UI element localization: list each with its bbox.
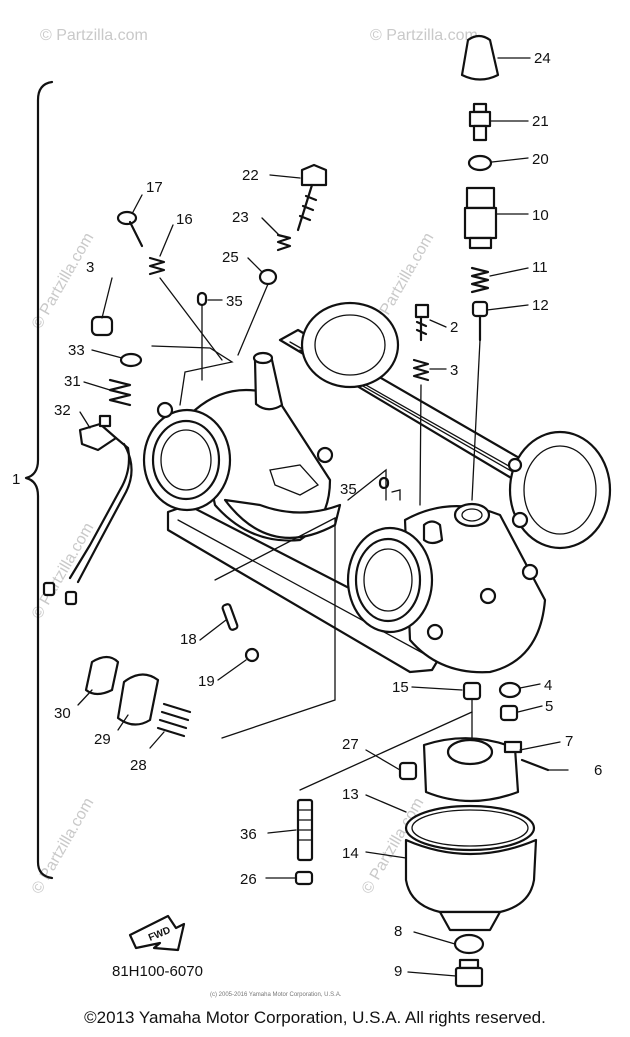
callout-26: 26	[240, 871, 257, 888]
part-24-cap	[460, 34, 500, 81]
callout-15: 15	[392, 679, 409, 696]
callout-14: 14	[342, 845, 359, 862]
callout-23: 23	[232, 209, 249, 226]
callout-21: 21	[532, 113, 549, 130]
part-9-plug	[454, 958, 484, 988]
callout-18: 18	[180, 631, 197, 648]
callout-27: 27	[342, 736, 359, 753]
part-21-adjuster	[468, 102, 492, 142]
part-7-float	[422, 737, 523, 803]
callout-6: 6	[594, 762, 602, 779]
callout-7: 7	[565, 733, 573, 750]
callout-8: 8	[394, 923, 402, 940]
part-4-cap	[498, 681, 522, 699]
callout-2: 2	[450, 319, 458, 336]
part-18-pin	[221, 603, 239, 631]
callout-31: 31	[64, 373, 81, 390]
callout-36: 36	[240, 826, 257, 843]
callout-32: 32	[54, 402, 71, 419]
part-33-washer	[119, 352, 143, 368]
part-6-pin	[520, 758, 550, 772]
callout-28: 28	[130, 757, 147, 774]
part-35-plug	[196, 291, 208, 307]
part-2-screw	[414, 303, 430, 342]
callout-24: 24	[534, 50, 551, 67]
part-20-nut	[467, 154, 493, 172]
callout-13: 13	[342, 786, 359, 803]
part-36-jet	[296, 798, 314, 862]
callout-35: 35	[340, 481, 357, 498]
part-22-screw	[296, 163, 328, 232]
carburetor-body	[142, 301, 612, 674]
callout-22: 22	[242, 167, 259, 184]
callout-25: 25	[222, 249, 239, 266]
callout-33: 33	[68, 342, 85, 359]
callout-34: 3	[86, 259, 94, 276]
callout-16: 16	[176, 211, 193, 228]
part-29-piston	[116, 673, 160, 726]
watermark: © Partzilla.com	[370, 27, 478, 44]
copyright-notice: ©2013 Yamaha Motor Corporation, U.S.A. A…	[84, 1008, 546, 1027]
part-17-screw	[116, 210, 144, 248]
callout-1: 1	[12, 471, 20, 488]
small-copyright: (c) 2005-2016 Yamaha Motor Corporation, …	[210, 992, 342, 998]
part-8-washer	[453, 933, 485, 955]
callout-12: 12	[532, 297, 549, 314]
part-code: 81H100-6070	[112, 963, 203, 980]
part-10-cap	[463, 186, 498, 250]
part-11-spring	[470, 266, 490, 294]
callout-35: 35	[226, 293, 243, 310]
callout-numbers: 1 2 3 3 4 5 6 7 8 9 10 11 12 13 14 15 16…	[12, 50, 602, 998]
part-19-clip	[244, 647, 260, 663]
callout-leaders	[77, 57, 569, 977]
callout-4: 4	[544, 677, 552, 694]
part-34-cap	[90, 315, 114, 337]
part-30-sleeve	[84, 655, 120, 696]
carburetor-exploded-diagram: © Partzilla.com © Partzilla.com © Partzi…	[12, 27, 612, 998]
callout-9: 9	[394, 963, 402, 980]
part-15-fitting	[462, 681, 482, 701]
part-35-lower	[378, 476, 390, 490]
part-5-screw	[499, 704, 519, 722]
callout-29: 29	[94, 731, 111, 748]
part-16-spring	[148, 256, 166, 276]
callout-3: 3	[450, 362, 458, 379]
callout-17: 17	[146, 179, 163, 196]
callout-5: 5	[545, 698, 553, 715]
part-13-gasket	[404, 804, 536, 852]
callout-19: 19	[198, 673, 215, 690]
callout-20: 20	[532, 151, 549, 168]
callout-11: 11	[532, 259, 548, 276]
part-23-spring	[276, 233, 292, 252]
part-28-spring	[156, 702, 192, 738]
part-12-needle	[471, 300, 489, 342]
fwd-arrow-icon: FWD	[128, 914, 186, 952]
part-3-spring	[412, 358, 430, 382]
assembly-brace	[24, 80, 54, 880]
callout-30: 30	[54, 705, 71, 722]
part-32-fitting	[42, 414, 133, 606]
leader-lines	[214, 516, 336, 739]
part-14-bowl	[404, 838, 538, 932]
callout-10: 10	[532, 207, 549, 224]
part-31-spring	[108, 378, 132, 407]
part-26-jet	[294, 870, 314, 886]
watermark: © Partzilla.com	[40, 27, 148, 44]
part-27-screw	[398, 761, 418, 781]
